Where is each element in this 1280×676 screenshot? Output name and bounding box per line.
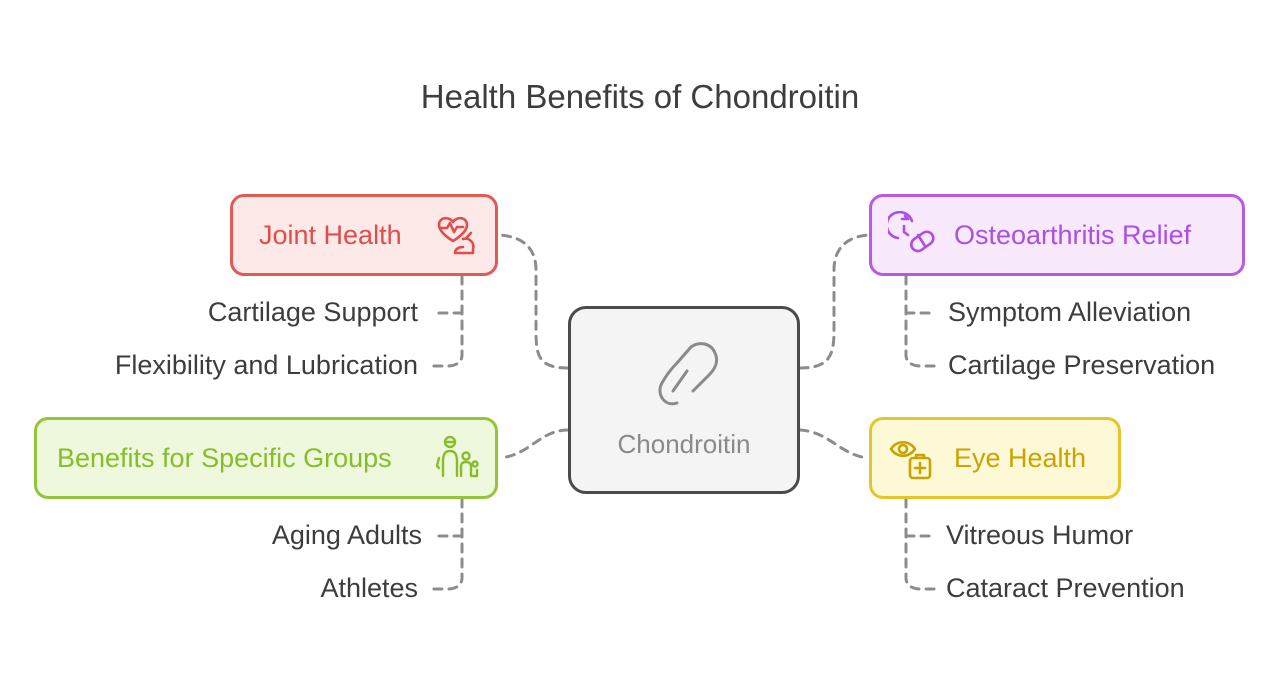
eye-medical-icon <box>889 440 932 480</box>
joint-health-label: Joint Health <box>259 219 402 250</box>
osteoarthritis-relief-label: Osteoarthritis Relief <box>954 219 1192 250</box>
chondroitin-label: Chondroitin <box>617 429 751 459</box>
osteoarthritis-relief-node: Osteoarthritis Relief <box>869 194 1245 276</box>
connector-eye-health <box>798 428 870 460</box>
connector-joint-health <box>498 233 570 370</box>
connector-joint-sub <box>430 274 464 368</box>
clock-pill-icon <box>888 211 935 253</box>
specific-groups-node: Benefits for Specific Groups <box>34 417 498 499</box>
sub-item-vitreous-humor: Vitreous Humor <box>946 520 1134 550</box>
connector-eye-sub <box>904 497 938 591</box>
connector-osteoarthritis <box>798 233 870 370</box>
sub-item-aging-adults: Aging Adults <box>271 520 422 550</box>
sub-item-flexibility-lubrication: Flexibility and Lubrication <box>114 350 418 380</box>
chondroitin-center-node: Chondroitin <box>568 306 800 494</box>
sub-item-cartilage-support: Cartilage Support <box>207 297 418 327</box>
sub-item-cataract-prevention: Cataract Prevention <box>946 573 1185 603</box>
people-group-icon <box>435 435 479 478</box>
capsule-icon <box>658 342 719 406</box>
diagram-title: Health Benefits of Chondroitin <box>420 78 860 115</box>
sub-item-symptom-alleviation: Symptom Alleviation <box>948 297 1192 327</box>
connector-osteo-sub <box>904 274 938 368</box>
sub-item-athletes: Athletes <box>320 573 418 603</box>
eye-health-label: Eye Health <box>954 442 1087 473</box>
heart-muscle-icon <box>437 216 475 255</box>
connector-groups-sub <box>430 497 464 591</box>
connector-specific-groups <box>498 428 570 460</box>
eye-health-node: Eye Health <box>869 417 1121 499</box>
specific-groups-label: Benefits for Specific Groups <box>57 442 392 473</box>
joint-health-node: Joint Health <box>230 194 498 276</box>
sub-item-cartilage-preservation: Cartilage Preservation <box>948 350 1216 380</box>
